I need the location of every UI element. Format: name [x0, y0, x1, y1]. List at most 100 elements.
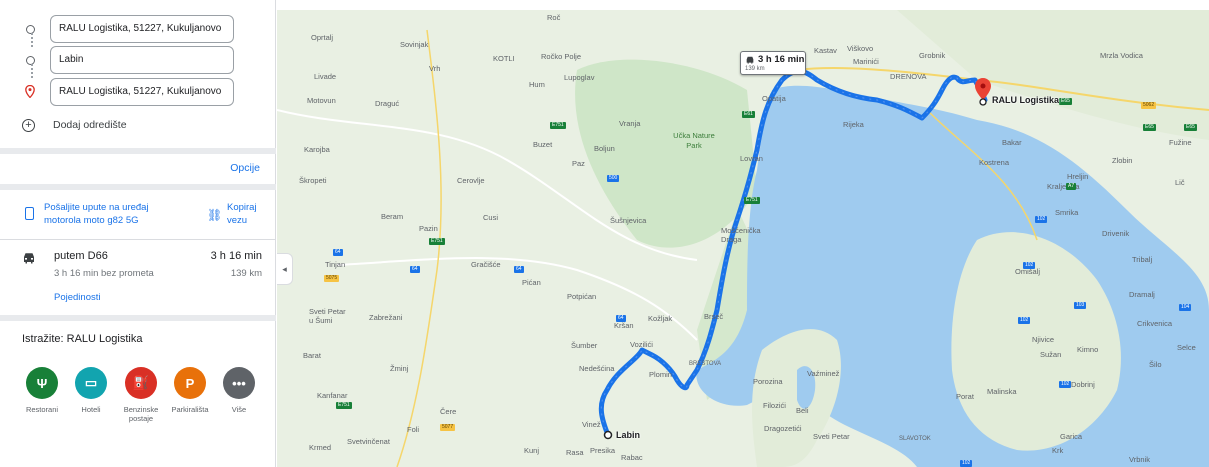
map-label: Smrika: [1055, 208, 1079, 217]
map-label: Livade: [314, 72, 337, 81]
route-time-callout[interactable]: 3 h 16 min 139 km: [740, 51, 806, 75]
map-label: Filozići: [763, 401, 786, 410]
park-label: Učka Nature Park: [673, 131, 715, 150]
road-number-badge: E65: [1059, 98, 1072, 105]
map-label: Porat: [956, 392, 974, 401]
road-number-badge: 102: [1023, 262, 1036, 269]
map-label: Brseč: [704, 312, 724, 321]
collapse-panel-button[interactable]: ◂: [277, 253, 293, 285]
options-button[interactable]: Opcije: [230, 162, 260, 174]
route-option[interactable]: putem D66 3 h 16 min 3 h 16 min bez prom…: [22, 250, 262, 310]
road-number-badge: 104: [1179, 304, 1192, 311]
send-to-device-link[interactable]: Pošaljite upute na uređaj motorola moto …: [44, 202, 149, 226]
waypoint-circle-icon: [26, 56, 35, 65]
map-label: Hreljin: [1067, 172, 1089, 181]
map-label: Lovran: [740, 154, 763, 163]
stop-row-start: RALU Logistika, 51227, Kukuljanovo: [14, 15, 236, 45]
map-label: Crikvenica: [1137, 319, 1173, 328]
map-label: Kimno: [1077, 345, 1099, 354]
map-label: Dobrinj: [1071, 380, 1095, 389]
road-number-badge: 102: [960, 460, 973, 467]
road-number-badge: 64: [616, 315, 626, 322]
map-label: Kožljak: [648, 314, 673, 323]
map-label: Karojba: [304, 145, 330, 154]
map-label: Marinići: [853, 57, 879, 66]
map-label: Paz: [572, 159, 585, 168]
start-marker: [603, 430, 613, 440]
start-input[interactable]: RALU Logistika, 51227, Kukuljanovo: [50, 15, 234, 43]
start-map-label[interactable]: Labin: [616, 430, 640, 440]
category-label: Više: [231, 405, 247, 414]
map-label: Svetvinčenat: [347, 437, 390, 446]
map-label: Hum: [529, 80, 545, 89]
map-label: Presika: [590, 446, 616, 455]
map-canvas[interactable]: Roč Kastav Viškovo Marinići Grobnik Mrzl…: [277, 10, 1209, 467]
road-number-badge: 64: [333, 249, 343, 256]
map-label: Pićan: [522, 278, 541, 287]
category-gas-stations[interactable]: ⛽ Benzinske postaje: [115, 367, 167, 423]
add-destination-button[interactable]: + Dodaj odredište: [22, 115, 127, 135]
map-label: Drivenik: [1102, 229, 1130, 238]
map-label: Žminj: [390, 364, 409, 373]
map-label: Draguć: [375, 99, 400, 108]
more-icon: •••: [223, 367, 255, 399]
chevron-left-icon: ◂: [282, 263, 287, 274]
start-circle-icon: [26, 25, 35, 34]
category-label: Parkirališta: [171, 405, 209, 414]
map-label: Beli: [796, 406, 809, 415]
road-number-badge: E751: [336, 402, 352, 409]
map-label: Kastav: [814, 46, 837, 55]
gas-station-icon: ⛽: [125, 367, 157, 399]
destination-input[interactable]: RALU Logistika, 51227, Kukuljanovo: [50, 78, 234, 106]
category-restaurants[interactable]: Ψ Restorani: [16, 367, 68, 414]
map-label: Šilo: [1149, 360, 1162, 369]
map-label: Kostrena: [979, 158, 1010, 167]
destination-map-label[interactable]: RALU Logistika: [992, 95, 1060, 105]
route-line: [598, 68, 988, 438]
map-label: Dragozetići: [764, 424, 802, 433]
map-label: Opatija: [762, 94, 786, 103]
road-number-badge: E61: [742, 111, 755, 118]
road-number-badge: E751: [550, 122, 566, 129]
category-hotels[interactable]: ▭ Hoteli: [65, 367, 117, 414]
map-label: Buzet: [533, 140, 553, 149]
map-label: Ročko Polje: [541, 52, 582, 61]
route-traffic-note: 3 h 16 min bez prometa: [54, 268, 154, 279]
divider: [0, 148, 276, 154]
category-parking[interactable]: P Parkirališta: [164, 367, 216, 414]
map-label: Šumber: [571, 341, 598, 350]
map-label: Roč: [547, 13, 561, 22]
map-label: Rabac: [621, 453, 643, 462]
road-number-badge: 102: [1059, 381, 1072, 388]
destination-pin-icon: [975, 78, 991, 106]
map-label: Beram: [381, 212, 404, 221]
add-destination-label: Dodaj odredište: [53, 119, 127, 131]
map-label: Plomin: [649, 370, 672, 379]
map-label: Vaźminež: [807, 369, 840, 378]
map-label: Pazin: [419, 224, 438, 233]
map-label: Krmed: [309, 443, 332, 452]
road-number-badge: 102: [1035, 216, 1048, 223]
map-label: Vinež: [582, 420, 601, 429]
send-to-device-row: Pošaljite upute na uređaj motorola moto …: [22, 200, 262, 234]
map-label: KOTLI: [493, 54, 515, 63]
route-details-link[interactable]: Pojedinosti: [54, 292, 101, 303]
map-label: Mošćenička Draga: [721, 226, 761, 244]
category-label: Restorani: [25, 405, 59, 414]
map-label: Kanfanar: [317, 391, 348, 400]
map-label: Rasa: [566, 448, 584, 457]
map-label: Rijeka: [843, 120, 864, 129]
category-label: Hoteli: [81, 405, 101, 414]
waypoint-input[interactable]: Labin: [50, 46, 234, 74]
map-label: BRESTOVA: [689, 361, 722, 367]
map-label: Cerovlje: [457, 176, 485, 185]
map-label: Zlobin: [1112, 156, 1133, 165]
map-label: Garica: [1060, 432, 1083, 441]
road-number-badge: 5077: [440, 424, 456, 431]
category-more[interactable]: ••• Više: [213, 367, 265, 414]
map-label: Vrh: [429, 64, 441, 73]
parking-icon: P: [174, 367, 206, 399]
copy-link-button[interactable]: Kopiraj vezu: [227, 202, 257, 226]
road-number-badge: E65: [1184, 124, 1197, 131]
map-label: Čere: [440, 407, 457, 416]
